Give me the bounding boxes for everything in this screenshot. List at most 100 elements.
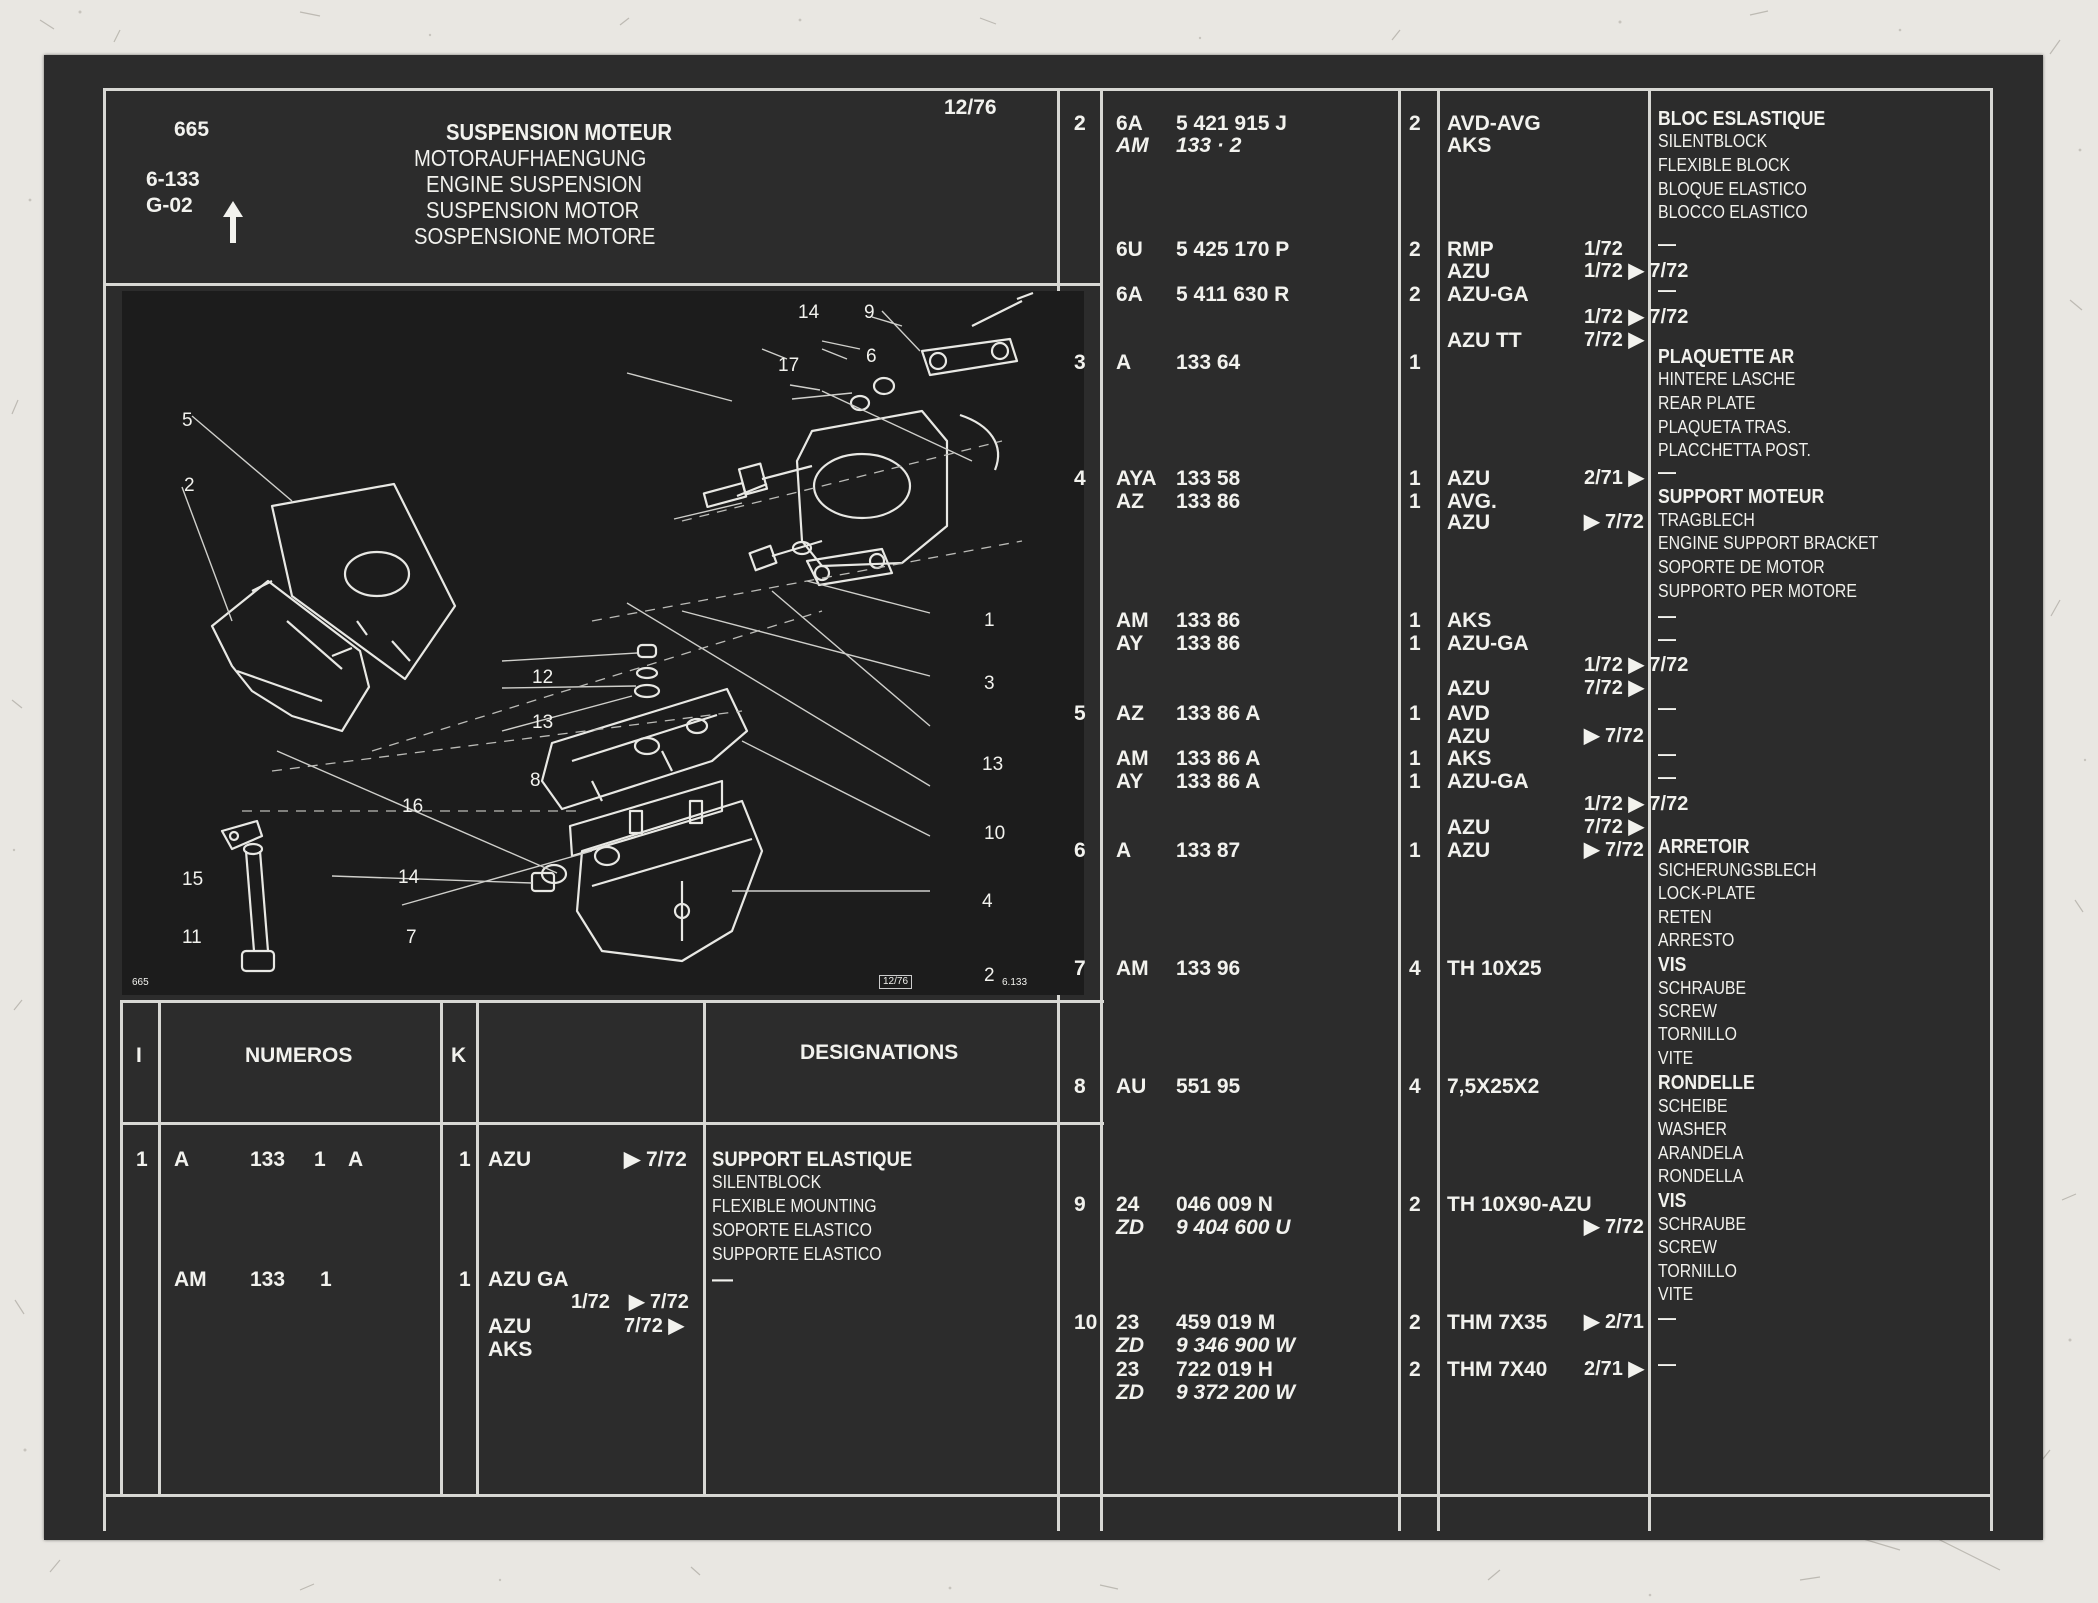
application: AZU [1447, 467, 1491, 490]
application-date: ▶ 7/72 [1584, 839, 1644, 861]
item-number: 1 [136, 1148, 148, 1171]
application-date: 2/71 ▶ [1584, 1358, 1644, 1380]
quantity: 1 [1409, 839, 1421, 862]
part-5-plate [270, 482, 457, 681]
part-prefix: A [174, 1148, 190, 1171]
designation: SICHERUNGSBLECH [1658, 860, 1817, 880]
part-prefix: 23 [1116, 1358, 1140, 1381]
svg-text:17: 17 [778, 355, 799, 376]
part-number: 133 [250, 1268, 286, 1291]
application: THM 7X35 [1447, 1311, 1548, 1334]
designation: WASHER [1658, 1119, 1727, 1139]
designation: SUPPORTO PER MOTORE [1658, 581, 1857, 601]
designation: SCHEIBE [1658, 1096, 1728, 1116]
designation: SOPORTE DE MOTOR [1658, 557, 1825, 577]
designation: LOCK-PLATE [1658, 883, 1756, 903]
svg-text:1: 1 [984, 610, 995, 631]
part-number: 133 86 A [1176, 770, 1261, 793]
application-date: 7/72 ▶ [1584, 677, 1644, 699]
designation: — [1658, 462, 1676, 482]
designation: BLOC ESLASTIQUE [1658, 108, 1826, 130]
quantity: 4 [1409, 957, 1421, 980]
table-header-top [120, 1000, 1104, 1003]
part-number: 722 019 H [1176, 1358, 1273, 1381]
quantity: 1 [1409, 351, 1421, 374]
part-number: 5 421 915 J [1176, 112, 1287, 135]
ref-code-1: 6-133 [146, 168, 200, 191]
part-number: 5 425 170 P [1176, 238, 1290, 261]
designation: SCREW [1658, 1001, 1717, 1021]
application-date: ▶ 7/72 [624, 1148, 687, 1171]
designation: ENGINE SUPPORT BRACKET [1658, 533, 1879, 553]
part-prefix: 6A [1116, 112, 1143, 135]
col-header-numeros: NUMEROS [245, 1044, 353, 1067]
designation: SUPPORTE ELASTICO [712, 1244, 882, 1264]
quantity: 1 [1409, 702, 1421, 725]
application-date: 1/72 ▶ 7/72 [1584, 260, 1689, 282]
application: AZU GA [488, 1268, 569, 1291]
svg-text:6: 6 [866, 346, 877, 367]
title-fr: SUSPENSION MOTEUR [446, 119, 673, 145]
part-number: 046 009 N [1176, 1193, 1273, 1216]
designation: BLOCCO ELASTICO [1658, 202, 1808, 222]
part-sub: 1 [320, 1268, 332, 1291]
col-r-divider-2 [1100, 88, 1103, 1531]
part-prefix: AYA [1116, 467, 1157, 490]
application: AZU [488, 1315, 532, 1338]
application-date: 1/72 ▶ 7/72 [1584, 306, 1689, 328]
designation: VIS [1658, 954, 1687, 976]
col-i-divider [158, 1000, 161, 1494]
part-prefix: 6U [1116, 238, 1143, 261]
application: AVD [1447, 702, 1490, 725]
svg-text:12: 12 [532, 667, 553, 688]
svg-text:2: 2 [984, 965, 995, 986]
quantity: 1 [1409, 609, 1421, 632]
frame-right [1990, 88, 1993, 1531]
table-header-bottom [120, 1122, 1104, 1125]
svg-text:9: 9 [864, 302, 875, 323]
svg-text:7: 7 [406, 927, 417, 948]
col-header-k: K [451, 1044, 467, 1067]
designation: SILENTBLOCK [1658, 131, 1768, 151]
application: 7,5X25X2 [1447, 1075, 1540, 1098]
designation: SCREW [1658, 1237, 1717, 1257]
application-date: ▶ 7/72 [629, 1291, 689, 1313]
application: AKS [1447, 609, 1492, 632]
designation: TORNILLO [1658, 1261, 1737, 1281]
col-header-designations: DESIGNATIONS [800, 1041, 959, 1064]
application: AKS [1447, 747, 1492, 770]
part-prefix: AM [174, 1268, 207, 1291]
application-date: 2/71 ▶ [1584, 467, 1644, 489]
part-prefix: 6A [1116, 283, 1143, 306]
item-number: 3 [1074, 351, 1086, 374]
designation: — [1658, 698, 1676, 718]
application-date: ▶ 7/72 [1584, 725, 1644, 747]
page-number: 665 [174, 118, 210, 141]
part-prefix: ZD [1116, 1334, 1144, 1357]
part-number: 133 86 [1176, 609, 1241, 632]
designation: VITE [1658, 1284, 1694, 1304]
item-number: 5 [1074, 702, 1086, 725]
part-prefix: 23 [1116, 1311, 1140, 1334]
svg-text:14: 14 [798, 302, 820, 323]
table-left [120, 1000, 123, 1494]
svg-text:15: 15 [182, 869, 203, 890]
item-number: 6 [1074, 839, 1086, 862]
application-date: 1/72 [1584, 238, 1623, 260]
designation: — [1658, 280, 1676, 300]
col-r-divider-5 [1648, 88, 1651, 1531]
part-number: 133 86 A [1176, 747, 1261, 770]
part-number: 5 411 630 R [1176, 283, 1290, 306]
part-prefix: AZ [1116, 702, 1144, 725]
col-header-i: I [136, 1044, 142, 1067]
col-k-divider [476, 1000, 479, 1494]
part-number: 133 96 [1176, 957, 1241, 980]
svg-text:2: 2 [184, 475, 195, 496]
designation: — [1658, 1354, 1676, 1374]
application-date: 7/72 ▶ [1584, 816, 1644, 838]
title-it: SOSPENSIONE MOTORE [414, 223, 656, 249]
designation: — [1658, 744, 1676, 764]
svg-text:10: 10 [984, 823, 1005, 844]
title-de: MOTORAUFHAENGUNG [414, 145, 647, 171]
part-prefix: AZ [1116, 490, 1144, 513]
